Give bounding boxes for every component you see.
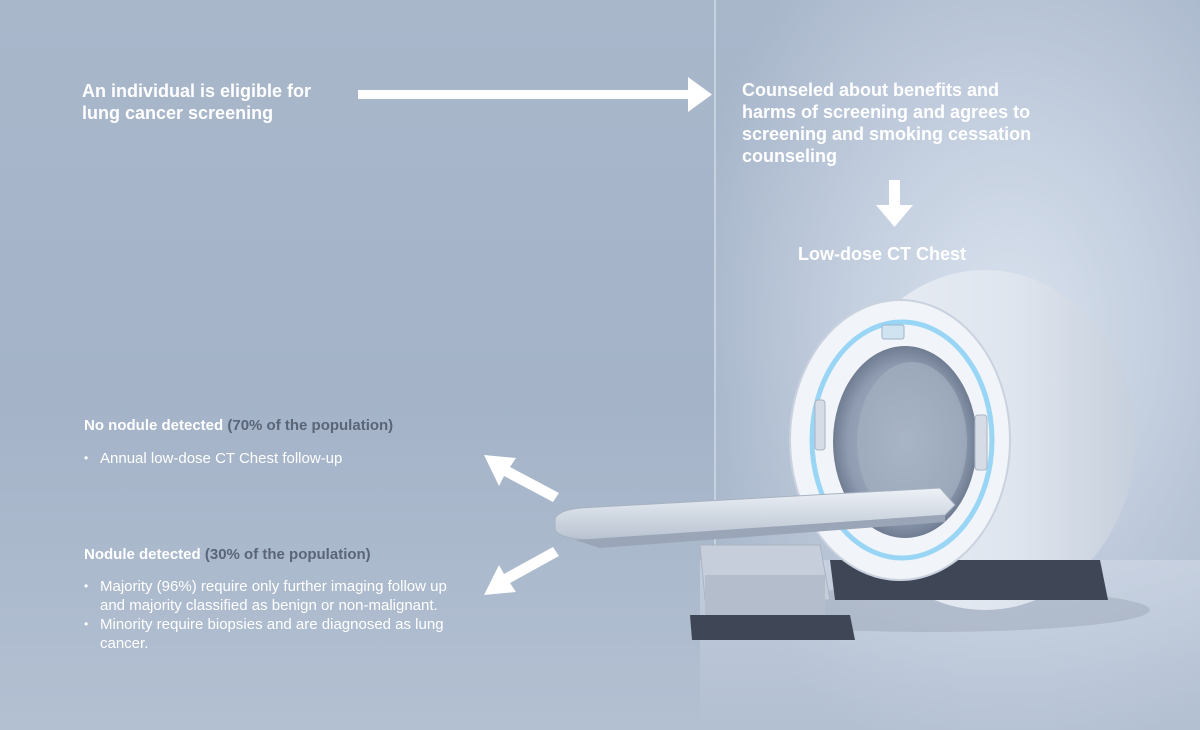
outcome-label: No nodule detected bbox=[84, 417, 224, 434]
outcome-label: Nodule detected bbox=[84, 546, 201, 563]
outcome-no-nodule-list: Annual low-dose CT Chest follow-up bbox=[84, 449, 464, 468]
patient-table-edge bbox=[575, 515, 945, 548]
step-counseled: Counseled about benefits and harms of sc… bbox=[742, 80, 1032, 166]
gantry-light-ring bbox=[809, 319, 995, 561]
patient-table-top bbox=[554, 487, 956, 541]
table-pedestal bbox=[705, 575, 825, 615]
arrow-down-icon bbox=[876, 180, 913, 227]
list-item: Majority (96%) require only further imag… bbox=[84, 577, 464, 615]
control-panel-left bbox=[814, 399, 826, 451]
gantry-display-panel bbox=[881, 324, 905, 340]
outcome-nodule-list: Majority (96%) require only further imag… bbox=[84, 577, 464, 653]
outcome-nodule-title: Nodule detected (30% of the population) bbox=[84, 546, 371, 563]
outcome-share: (70% of the population) bbox=[227, 417, 394, 434]
outcome-share: (30% of the population) bbox=[204, 546, 371, 563]
list-item: Minority require biopsies and are diagno… bbox=[84, 615, 464, 653]
list-item: Annual low-dose CT Chest follow-up bbox=[84, 449, 464, 468]
step-eligible: An individual is eligible for lung cance… bbox=[82, 81, 312, 123]
control-panel-right bbox=[974, 414, 988, 471]
arrow-right-icon bbox=[358, 77, 712, 112]
arrow-down-left-icon bbox=[484, 547, 559, 595]
wall-edge bbox=[714, 0, 716, 560]
gantry-bore-inner bbox=[857, 362, 967, 522]
arrow-up-left-icon bbox=[484, 455, 559, 502]
outcome-no-nodule-title: No nodule detected (70% of the populatio… bbox=[84, 417, 393, 434]
table-base bbox=[690, 615, 855, 640]
step-ct-chest: Low-dose CT Chest bbox=[798, 244, 967, 264]
